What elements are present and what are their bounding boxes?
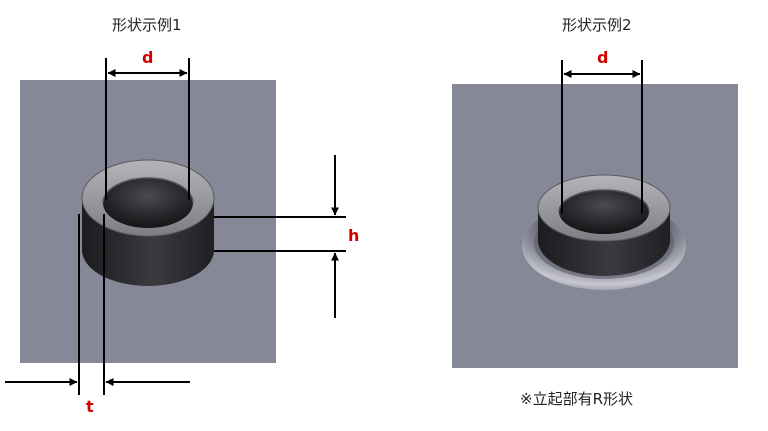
boss-1: [81, 159, 215, 286]
boss-2: [522, 174, 686, 290]
example-2-note: ※立起部有R形状: [520, 390, 633, 408]
dimension-t: [5, 214, 190, 395]
label-h: h: [348, 226, 360, 245]
example-2: [452, 60, 738, 368]
example-1: [5, 58, 346, 395]
label-d-2: d: [597, 48, 609, 67]
dimension-d-1: [105, 58, 190, 200]
example-1-title: 形状示例1: [112, 16, 182, 34]
label-t: t: [86, 397, 94, 416]
example-2-title: 形状示例2: [562, 16, 632, 34]
label-d-1: d: [142, 48, 154, 67]
dimension-d-2: [561, 60, 643, 213]
dimension-h: [214, 155, 346, 318]
